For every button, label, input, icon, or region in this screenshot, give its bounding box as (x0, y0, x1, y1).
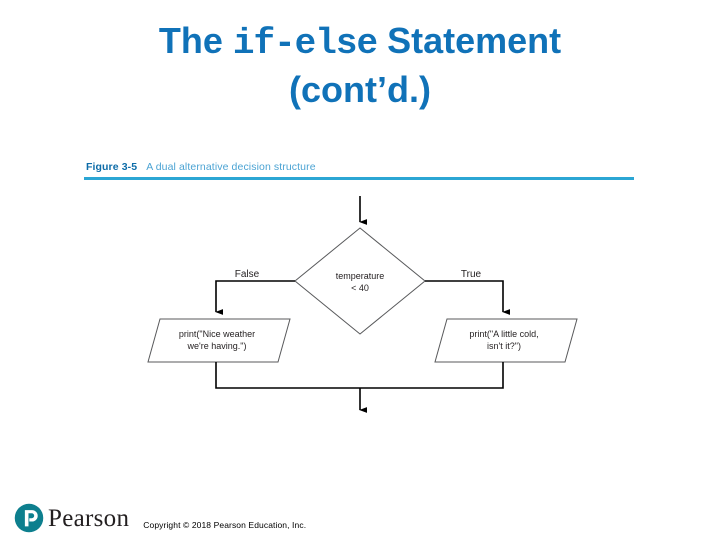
decision-condition-line2: < 40 (351, 283, 369, 293)
title-code-keyword: if-else (232, 23, 378, 64)
pearson-wordmark: Pearson (48, 504, 130, 532)
left-merge-connector (215, 362, 360, 389)
figure-label: Figure 3-5 (86, 161, 138, 173)
decision-condition-line1: temperature (336, 271, 385, 281)
title-continued: (cont’d.) (289, 69, 431, 111)
right-process-line2: isn't it?") (487, 341, 521, 351)
pearson-logo-icon (14, 503, 44, 533)
title-prefix: The (158, 20, 233, 61)
right-merge-connector (360, 362, 504, 389)
right-process-line1: print("A little cold, (469, 329, 538, 339)
page-title: The if-else Statement (cont’d.) (0, 18, 720, 113)
left-process-parallelogram (147, 318, 291, 363)
figure-block: Figure 3-5 A dual alternative decision st… (84, 160, 634, 180)
figure-caption: Figure 3-5 A dual alternative decision st… (84, 160, 634, 174)
false-branch-connector (215, 280, 295, 315)
copyright-notice: Copyright © 2018 Pearson Education, Inc. (143, 520, 307, 530)
title-suffix: Statement (377, 20, 562, 61)
right-process-parallelogram (434, 318, 578, 363)
left-process-line1: print("Nice weather (179, 329, 255, 339)
footer: Pearson Copyright © 2018 Pearson Educati… (14, 500, 306, 536)
decision-diamond (294, 227, 426, 335)
figure-divider (84, 177, 634, 180)
true-branch-label: True (461, 269, 482, 280)
false-branch-label: False (235, 269, 260, 280)
true-branch-connector (425, 280, 511, 315)
figure-description: A dual alternative decision structure (146, 161, 316, 173)
left-process-line2: we're having.") (187, 341, 247, 351)
